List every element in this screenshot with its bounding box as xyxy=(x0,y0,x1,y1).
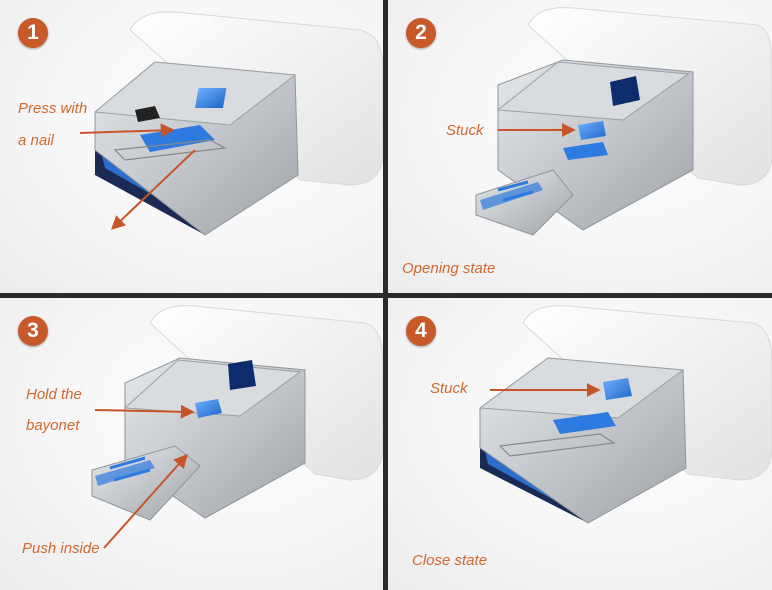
step-number-badge: 1 xyxy=(18,18,48,48)
arrow-icon xyxy=(110,149,196,230)
step-number-badge: 4 xyxy=(406,316,436,346)
instruction-arrows xyxy=(490,383,601,397)
step-label: bayonet xyxy=(26,417,80,434)
arrow-icon xyxy=(103,453,188,549)
instruction-arrows xyxy=(498,123,576,137)
panel-step-2: 2 Stuck Opening state xyxy=(388,0,772,293)
instruction-arrows xyxy=(94,404,195,549)
arrow-icon xyxy=(79,123,175,138)
step-number-badge: 2 xyxy=(406,18,436,48)
usb-connector-illustration xyxy=(91,305,383,521)
panel-step-1: 1 Press with a nail xyxy=(0,0,383,293)
instruction-arrows xyxy=(79,123,196,230)
state-label: Close state xyxy=(412,552,488,569)
arrow-icon xyxy=(94,404,195,419)
panel-step-3: 3 Hold the bayonet Push inside xyxy=(0,298,383,590)
step-label: Stuck xyxy=(430,380,468,397)
step-label: Stuck xyxy=(446,122,484,139)
step-label: a nail xyxy=(18,132,54,149)
usb-connector-illustration xyxy=(478,305,772,524)
usb-connector-illustration xyxy=(475,7,772,236)
step-number-badge: 3 xyxy=(18,316,48,346)
step-label: Hold the xyxy=(26,386,82,403)
usb-connector-illustration xyxy=(93,11,383,236)
panel-step-4: 4 Stuck Close state xyxy=(388,298,772,590)
state-label: Opening state xyxy=(402,260,496,277)
step-label: Push inside xyxy=(22,540,100,557)
step-label: Press with xyxy=(18,100,88,117)
